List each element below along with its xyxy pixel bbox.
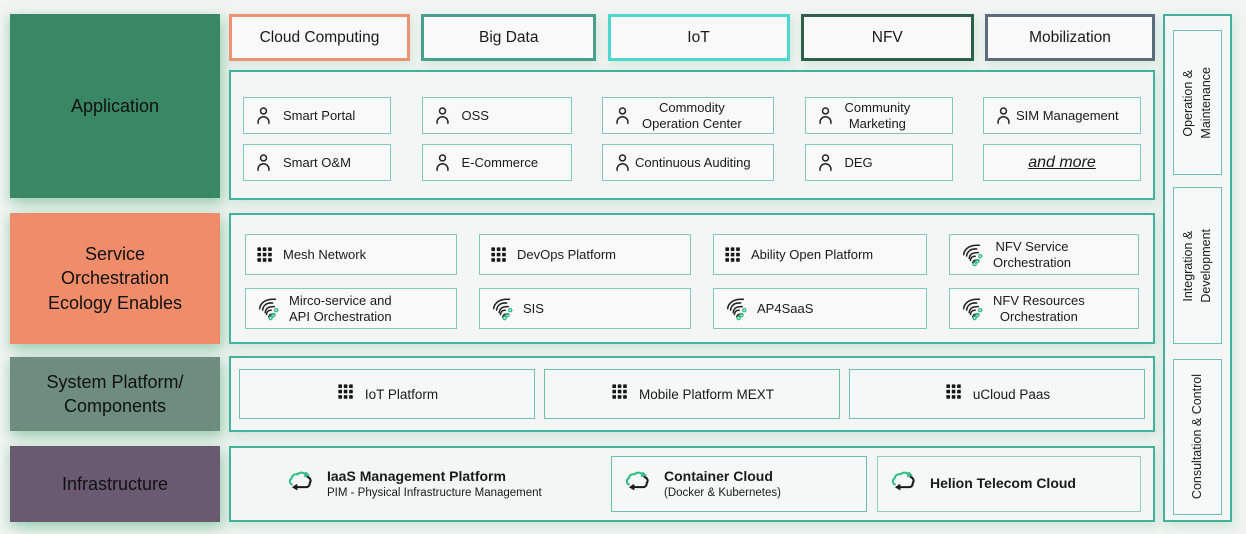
grid-icon xyxy=(723,245,742,264)
svc-item-ability-open-platform: Ability Open Platform xyxy=(713,234,927,275)
app-item-deg: DEG xyxy=(804,144,953,181)
app-item-smart-portal: Smart Portal xyxy=(243,97,391,134)
sidebar-label: Operation & Maintenance xyxy=(1181,66,1214,139)
orchestration-icon xyxy=(255,296,280,321)
app-item-label: Community Marketing xyxy=(844,99,911,131)
sidebar-operation-maintenance: Operation & Maintenance xyxy=(1173,30,1222,175)
platform-item-iot-platform: IoT Platform xyxy=(239,369,535,419)
person-icon xyxy=(993,105,1014,126)
right-sidebar: Operation & Maintenance Integration & De… xyxy=(1163,14,1232,522)
app-item-e-commerce: E-Commerce xyxy=(421,144,572,181)
sidebar-label: Consultation & Control xyxy=(1190,374,1205,500)
person-icon xyxy=(815,152,836,173)
person-icon xyxy=(253,152,274,173)
orchestration-icon xyxy=(723,296,748,321)
section-label-system-platform: System Platform/ Components xyxy=(10,357,220,431)
person-icon xyxy=(612,105,633,126)
platform-item-label: uCloud Paas xyxy=(972,386,1051,402)
person-icon xyxy=(612,152,633,173)
svc-item-label: NFV Resources Orchestration xyxy=(993,292,1085,324)
person-icon xyxy=(432,105,453,126)
category-row: Cloud Computing Big Data IoT NFV Mobiliz… xyxy=(229,14,1155,61)
system-platform-panel: IoT Platform Mobile Platform MEXT uCloud… xyxy=(229,356,1155,432)
section-label-service-orchestration: Service Orchestration Ecology Enables xyxy=(10,213,220,344)
person-icon xyxy=(432,152,453,173)
app-item-label: SIM Management xyxy=(1016,107,1119,123)
orchestration-icon xyxy=(489,296,514,321)
svc-item-sis: SIS xyxy=(479,288,691,329)
app-item-smart-om: Smart O&M xyxy=(243,144,391,181)
person-icon xyxy=(253,105,274,126)
platform-item-label: IoT Platform xyxy=(364,386,439,402)
section-label-application: Application xyxy=(10,14,220,198)
app-item-label: Commodity Operation Center xyxy=(642,99,742,131)
infrastructure-panel: IaaS Management Platform PIM - Physical … xyxy=(229,446,1155,522)
svc-item-devops-platform: DevOps Platform xyxy=(479,234,691,275)
svc-item-label: Mesh Network xyxy=(283,246,367,262)
orchestration-icon xyxy=(959,296,984,321)
platform-item-label: Mobile Platform MEXT xyxy=(638,386,775,402)
category-cloud-computing: Cloud Computing xyxy=(229,14,410,61)
category-iot: IoT xyxy=(607,14,790,61)
app-item-label: Continuous Auditing xyxy=(635,154,751,170)
infra-item-helion-telecom-cloud: Helion Telecom Cloud xyxy=(877,456,1141,512)
svc-item-label: NFV Service Orchestration xyxy=(993,238,1072,270)
cloud-icon xyxy=(622,468,653,500)
cloud-icon xyxy=(888,468,919,500)
category-mobilization: Mobilization xyxy=(985,14,1155,61)
grid-icon xyxy=(489,245,508,264)
and-more-label: and more xyxy=(1028,153,1096,171)
app-item-label: OSS xyxy=(461,107,489,123)
app-item-commodity-operation-center: Commodity Operation Center xyxy=(602,97,774,134)
svc-item-nfv-service-orchestration: NFV Service Orchestration xyxy=(949,234,1139,275)
orchestration-icon xyxy=(959,242,984,267)
service-orchestration-panel: Mesh Network DevOps Platform Ability Ope… xyxy=(229,213,1155,344)
sidebar-label: Integration & Development xyxy=(1181,228,1214,303)
infra-item-iaas-management: IaaS Management Platform PIM - Physical … xyxy=(285,456,601,512)
svc-item-microservice-api-orchestration: Mirco-service and API Orchestration xyxy=(245,288,457,329)
platform-item-mobile-platform-mext: Mobile Platform MEXT xyxy=(544,369,840,419)
grid-icon xyxy=(336,382,355,406)
app-item-label: Smart O&M xyxy=(283,154,351,170)
infra-item-subtitle: PIM - Physical Infrastructure Management xyxy=(327,486,542,499)
infra-item-title: Container Cloud xyxy=(664,468,773,485)
app-item-and-more: and more xyxy=(983,144,1141,181)
svc-item-label: DevOps Platform xyxy=(517,246,616,262)
person-icon xyxy=(815,105,836,126)
grid-icon xyxy=(255,245,274,264)
application-items-panel: Smart Portal OSS Commodity Operation Cen… xyxy=(229,70,1155,200)
app-item-label: E-Commerce xyxy=(461,154,539,170)
grid-icon xyxy=(944,382,963,406)
infra-item-container-cloud: Container Cloud (Docker & Kubernetes) xyxy=(611,456,867,512)
cloud-icon xyxy=(285,468,316,500)
section-label-infrastructure: Infrastructure xyxy=(10,446,220,522)
platform-item-ucloud-paas: uCloud Paas xyxy=(849,369,1145,419)
app-item-oss: OSS xyxy=(421,97,572,134)
svc-item-label: Mirco-service and API Orchestration xyxy=(289,292,392,324)
svc-item-mesh-network: Mesh Network xyxy=(245,234,457,275)
app-item-community-marketing: Community Marketing xyxy=(804,97,953,134)
category-nfv: NFV xyxy=(800,14,974,61)
grid-icon xyxy=(610,382,629,406)
svc-item-label: AP4SaaS xyxy=(757,300,814,316)
infra-item-title: IaaS Management Platform xyxy=(327,468,506,485)
sidebar-consultation-control: Consultation & Control xyxy=(1173,359,1222,515)
infra-item-subtitle: (Docker & Kubernetes) xyxy=(664,486,781,499)
app-item-label: Smart Portal xyxy=(283,107,356,123)
category-big-data: Big Data xyxy=(421,14,597,61)
app-item-sim-management: SIM Management xyxy=(983,97,1141,134)
svc-item-label: Ability Open Platform xyxy=(751,246,874,262)
svc-item-nfv-resources-orchestration: NFV Resources Orchestration xyxy=(949,288,1139,329)
app-item-continuous-auditing: Continuous Auditing xyxy=(602,144,774,181)
svc-item-label: SIS xyxy=(523,300,544,316)
app-item-label: DEG xyxy=(844,154,873,170)
infra-item-title: Helion Telecom Cloud xyxy=(930,475,1076,492)
sidebar-integration-development: Integration & Development xyxy=(1173,187,1222,344)
svc-item-ap4saas: AP4SaaS xyxy=(713,288,927,329)
